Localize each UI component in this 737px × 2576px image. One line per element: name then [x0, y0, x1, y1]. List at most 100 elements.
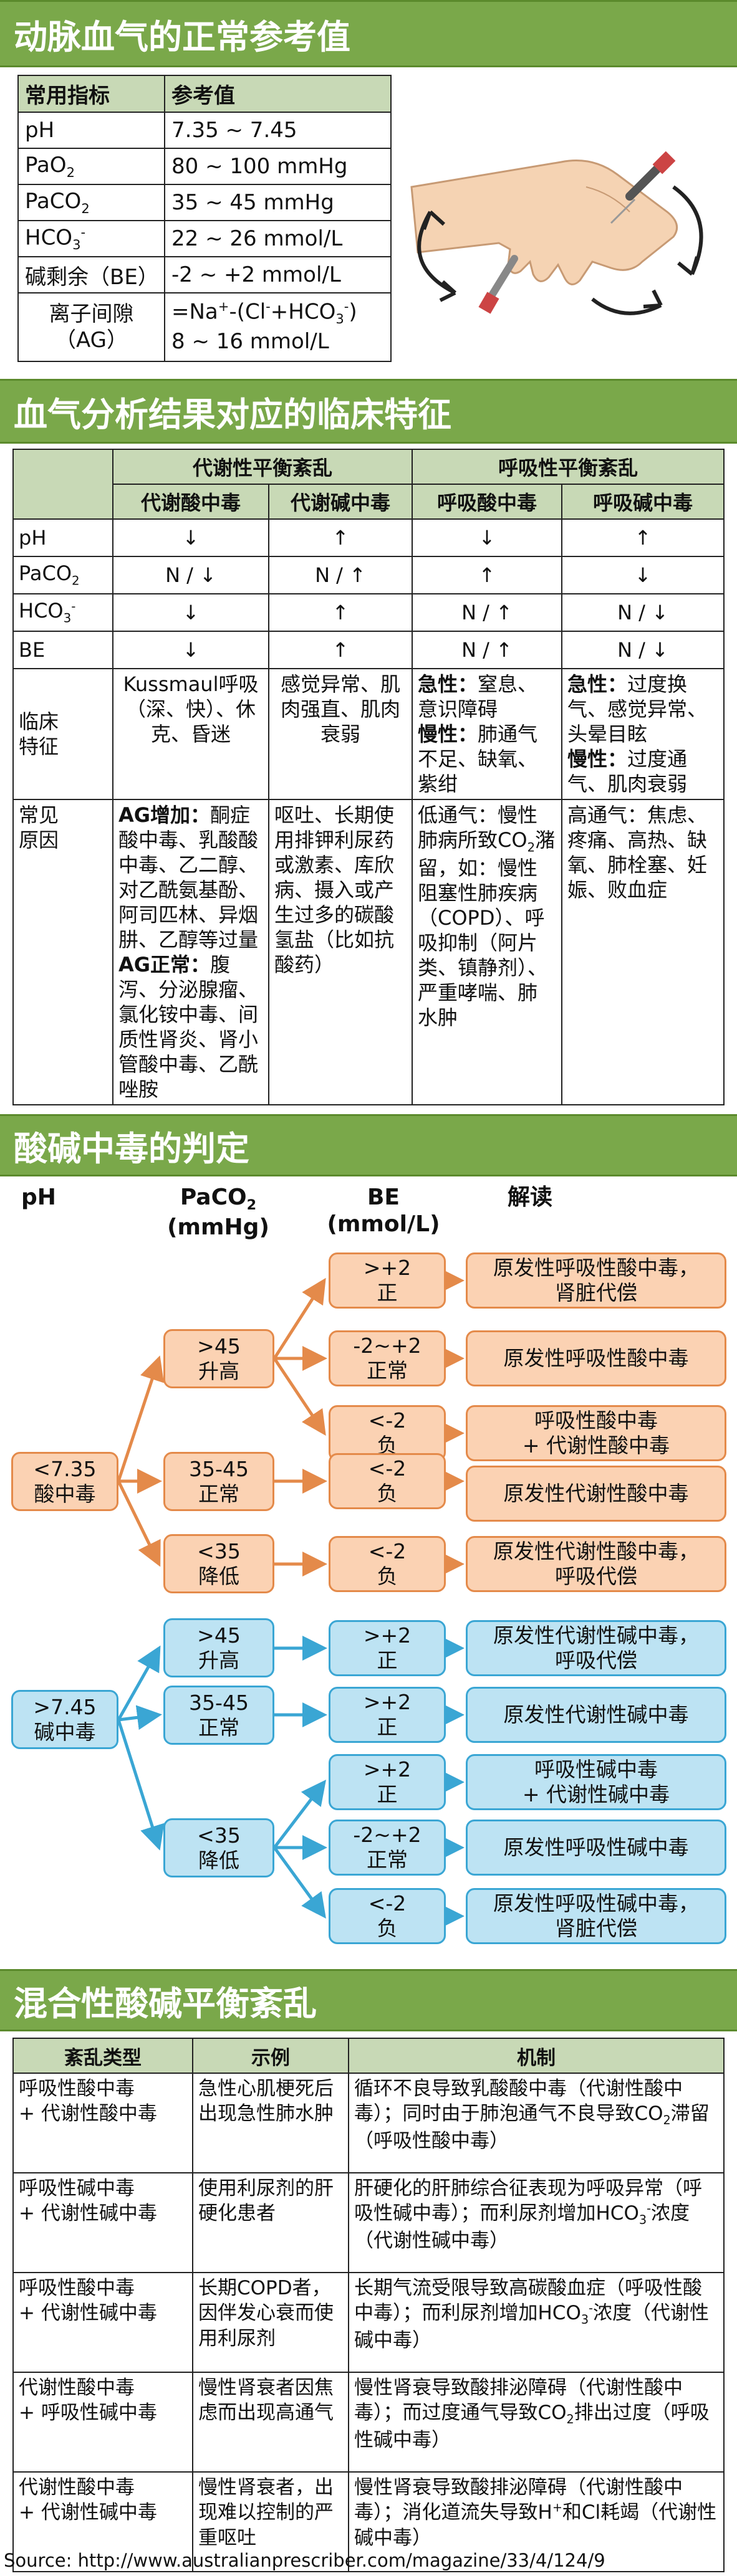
- col-header-be: BE(mmol/L): [327, 1185, 440, 1238]
- col-header-paco2: PaCO2(mmHg): [167, 1185, 269, 1240]
- type-cell: 代谢性酸中毒+ 代谢性碱中毒: [12, 2471, 193, 2572]
- row-label: BE: [12, 631, 113, 669]
- group-respiratory: 呼吸性平衡紊乱: [412, 449, 725, 485]
- col-respiratory-alkalosis: 呼吸碱中毒: [561, 484, 725, 520]
- table-row: PaCO2 N / ↓N / ↑↑↓: [12, 556, 725, 594]
- indicator-cell: pH: [17, 112, 165, 149]
- table-cell: ↓: [412, 518, 562, 557]
- table-row: 离子间隙（AG） =Na+-(Cl-+HCO3-)8 ~ 16 mmol/L: [17, 292, 392, 362]
- interpretation-node: 原发性呼吸性碱中毒: [466, 1820, 726, 1876]
- table-header-row: 紊乱类型 示例 机制: [12, 2038, 725, 2074]
- table-cell: 高通气：焦虑、疼痛、高热、缺氧、肺栓塞、妊娠、败血症: [561, 799, 725, 1105]
- example-cell: 慢性肾衰者，出现难以控制的严重呕吐: [192, 2471, 349, 2572]
- row-label: 常见原因: [12, 799, 113, 1105]
- table-row: 呼吸性酸中毒+ 代谢性碱中毒 长期COPD者，因伴发心衰而使用利尿剂 长期气流受…: [12, 2272, 725, 2373]
- table-cell: 低通气：慢性肺病所致CO2潴留，如：慢性阻塞性肺疾病（COPD）、呼吸抑制（阿片…: [412, 799, 562, 1105]
- type-cell: 代谢性酸中毒+ 呼吸性碱中毒: [12, 2372, 193, 2473]
- col-metabolic-acidosis: 代谢酸中毒: [112, 484, 269, 520]
- value-cell: 7.35 ~ 7.45: [164, 112, 392, 149]
- value-cell: 22 ~ 26 mmol/L: [164, 220, 392, 257]
- table-cell: AG增加：酮症酸中毒、乳酸酸中毒、乙二醇、对乙酰氨基酚、阿司匹林、异烟肼、乙醇等…: [112, 799, 269, 1105]
- row-label: 临床特征: [12, 668, 113, 800]
- example-cell: 急性心肌梗死后出现急性肺水肿: [192, 2073, 349, 2173]
- section-title-determination: 酸碱中毒的判定: [0, 1114, 737, 1176]
- row-label: PaCO2: [12, 556, 113, 594]
- header-reference: 参考值: [164, 75, 392, 113]
- table-cell: N / ↑: [412, 631, 562, 669]
- indicator-cell: PaCO2: [17, 184, 165, 221]
- table-row: 碱剩余（BE）-2 ~ +2 mmol/L: [17, 256, 392, 293]
- table-cell: ↓: [561, 556, 725, 594]
- indicator-cell: 碱剩余（BE）: [17, 256, 165, 293]
- corner-cell: [12, 449, 113, 520]
- interpretation-node: 原发性代谢性酸中毒，呼吸代偿: [466, 1536, 726, 1592]
- section-title-reference: 动脉血气的正常参考值: [0, 0, 737, 67]
- flowchart-connectors: [117, 1268, 465, 1929]
- table-cell: N / ↓: [561, 631, 725, 669]
- table-cell: Kussmaul呼吸（深、快）、休克、昏迷: [112, 668, 269, 800]
- interpretation-node: 原发性呼吸性碱中毒，肾脏代偿: [466, 1888, 726, 1944]
- row-label: HCO3-: [12, 593, 113, 632]
- header-type: 紊乱类型: [12, 2038, 193, 2074]
- section-title-mixed: 混合性酸碱平衡紊乱: [0, 1969, 737, 2031]
- indicator-cell: HCO3-: [17, 220, 165, 257]
- table-cell: 呕吐、长期使用排钾利尿药或激素、库欣病、摄入或产生过多的碳酸氢盐（比如抗酸药）: [268, 799, 413, 1105]
- table-row: 常见原因 AG增加：酮症酸中毒、乳酸酸中毒、乙二醇、对乙酰氨基酚、阿司匹林、异烟…: [12, 799, 725, 1105]
- type-cell: 呼吸性碱中毒+ 代谢性碱中毒: [12, 2172, 193, 2273]
- table-header-row: 代谢酸中毒 代谢碱中毒 呼吸酸中毒 呼吸碱中毒: [13, 484, 725, 520]
- interpretation-node: 原发性代谢性碱中毒: [466, 1687, 726, 1743]
- indicator-cell: PaO2: [17, 148, 165, 185]
- table-group-header-row: 代谢性平衡紊乱 呼吸性平衡紊乱: [12, 449, 725, 520]
- type-cell: 呼吸性酸中毒+ 代谢性碱中毒: [12, 2272, 193, 2373]
- table-cell: 急性：过度换气、感觉异常、头晕目眩慢性：过度通气、肌肉衰弱: [561, 668, 725, 800]
- mechanism-cell: 慢性肾衰导致酸排泌障碍（代谢性酸中毒）；消化道流失导致H+和Cl耗竭（代谢性碱中…: [348, 2471, 725, 2572]
- source-citation: Source: http://www.australianprescriber.…: [4, 2550, 605, 2571]
- indicator-cell: 离子间隙（AG）: [17, 292, 165, 362]
- mixed-disorders-table: 紊乱类型 示例 机制 呼吸性酸中毒+ 代谢性酸中毒 急性心肌梗死后出现急性肺水肿…: [12, 2038, 725, 2572]
- clinical-features-table: 代谢性平衡紊乱 呼吸性平衡紊乱 代谢酸中毒 代谢碱中毒 呼吸酸中毒 呼吸碱中毒 …: [12, 449, 725, 1105]
- table-cell: 急性：窒息、意识障碍慢性：肺通气不足、缺氧、紫绀: [412, 668, 562, 800]
- mechanism-cell: 循环不良导致乳酸酸中毒（代谢性酸中毒）；同时由于肺泡通气不良导致CO2滞留（呼吸…: [348, 2073, 725, 2173]
- mechanism-cell: 肝硬化的肝肺综合征表现为呼吸异常（呼吸性碱中毒）；而利尿剂增加HCO3-浓度（代…: [348, 2172, 725, 2273]
- table-row: 呼吸性碱中毒+ 代谢性碱中毒 使用利尿剂的肝硬化患者 肝硬化的肝肺综合征表现为呼…: [12, 2172, 725, 2273]
- interpretation-node: 呼吸性碱中毒+ 代谢性碱中毒: [466, 1754, 726, 1810]
- row-label: pH: [12, 518, 113, 557]
- table-cell: ↓: [112, 593, 269, 632]
- col-metabolic-alkalosis: 代谢碱中毒: [268, 484, 413, 520]
- interpretation-node: 原发性呼吸性酸中毒: [466, 1330, 726, 1386]
- value-cell: 35 ~ 45 mmHg: [164, 184, 392, 221]
- value-cell: 80 ~ 100 mmHg: [164, 148, 392, 185]
- value-cell: -2 ~ +2 mmol/L: [164, 256, 392, 293]
- table-row: 临床特征 Kussmaul呼吸（深、快）、休克、昏迷 感觉异常、肌肉强直、肌肉衰…: [12, 668, 725, 800]
- example-cell: 慢性肾衰者因焦虑而出现高通气: [192, 2372, 349, 2473]
- table-row: pH ↓↑↓↑: [12, 518, 725, 557]
- header-mechanism: 机制: [348, 2038, 725, 2074]
- table-row: BE ↓↑N / ↑N / ↓: [12, 631, 725, 669]
- table-cell: N / ↑: [268, 556, 413, 594]
- table-row: HCO3-22 ~ 26 mmol/L: [17, 220, 392, 257]
- value-cell: =Na+-(Cl-+HCO3-)8 ~ 16 mmol/L: [164, 292, 392, 362]
- table-cell: ↓: [112, 631, 269, 669]
- table-row: 代谢性酸中毒+ 呼吸性碱中毒 慢性肾衰者因焦虑而出现高通气 慢性肾衰导致酸排泌障…: [12, 2372, 725, 2473]
- table-row: HCO3- ↓↑N / ↑N / ↓: [12, 593, 725, 632]
- table-cell: ↑: [268, 593, 413, 632]
- section-title-clinical: 血气分析结果对应的临床特征: [0, 379, 737, 444]
- section-title-text: 动脉血气的正常参考值: [14, 17, 350, 57]
